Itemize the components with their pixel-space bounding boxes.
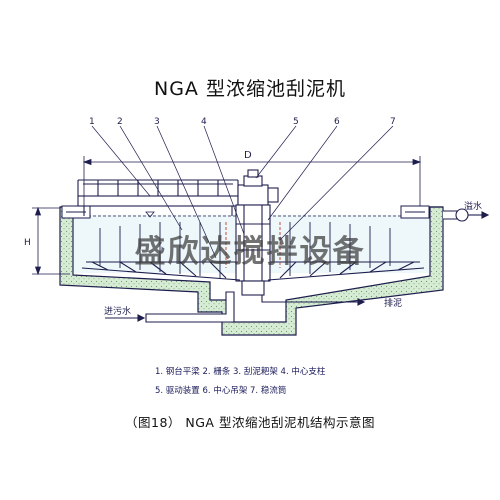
inlet-label: 进污水: [104, 305, 131, 317]
height-dimension: [32, 206, 70, 276]
picket-bars: [99, 222, 391, 278]
callout-6: 6: [334, 117, 340, 127]
height-label: H: [24, 238, 31, 248]
inlet-pipe: [105, 291, 235, 323]
callout-5: 5: [293, 117, 299, 127]
callout-4: 4: [201, 117, 207, 127]
drive-unit: [237, 169, 279, 206]
stilling-well: [225, 222, 281, 268]
callout-1: 1: [89, 117, 95, 127]
diameter-label: D: [244, 150, 252, 161]
diagram-title: NGA 型浓缩池刮泥机: [154, 78, 346, 100]
watermark: 盛欣达搅拌设备: [134, 234, 366, 270]
leader-lines: [91, 125, 394, 259]
diameter-dimension: [82, 156, 422, 206]
rake-arms: [81, 261, 425, 281]
water-level-marker: [145, 211, 155, 218]
overflow-outlet: [443, 208, 490, 222]
callout-2: 2: [117, 117, 123, 127]
legend-row-1: 1. 钢台平梁 2. 栅条 3. 刮泥耙架 4. 中心支柱: [155, 367, 326, 377]
overflow-label: 溢水: [464, 200, 482, 212]
overflow-weir: [61, 205, 430, 219]
sludge-pipe: [261, 295, 366, 306]
sludge-out-label: 排泥: [384, 297, 402, 309]
figure-caption: （图18） NGA 型浓缩池刮泥机结构示意图: [125, 415, 375, 430]
bridge-truss: [77, 179, 239, 216]
callout-numbers: 1 2 3 4 5 6 7: [89, 117, 396, 127]
center-column: [235, 204, 271, 296]
callout-7: 7: [390, 117, 396, 127]
legend-row-2: 5. 驱动装置 6. 中心吊架 7. 稳流筒: [155, 386, 287, 396]
callout-3: 3: [154, 117, 160, 127]
